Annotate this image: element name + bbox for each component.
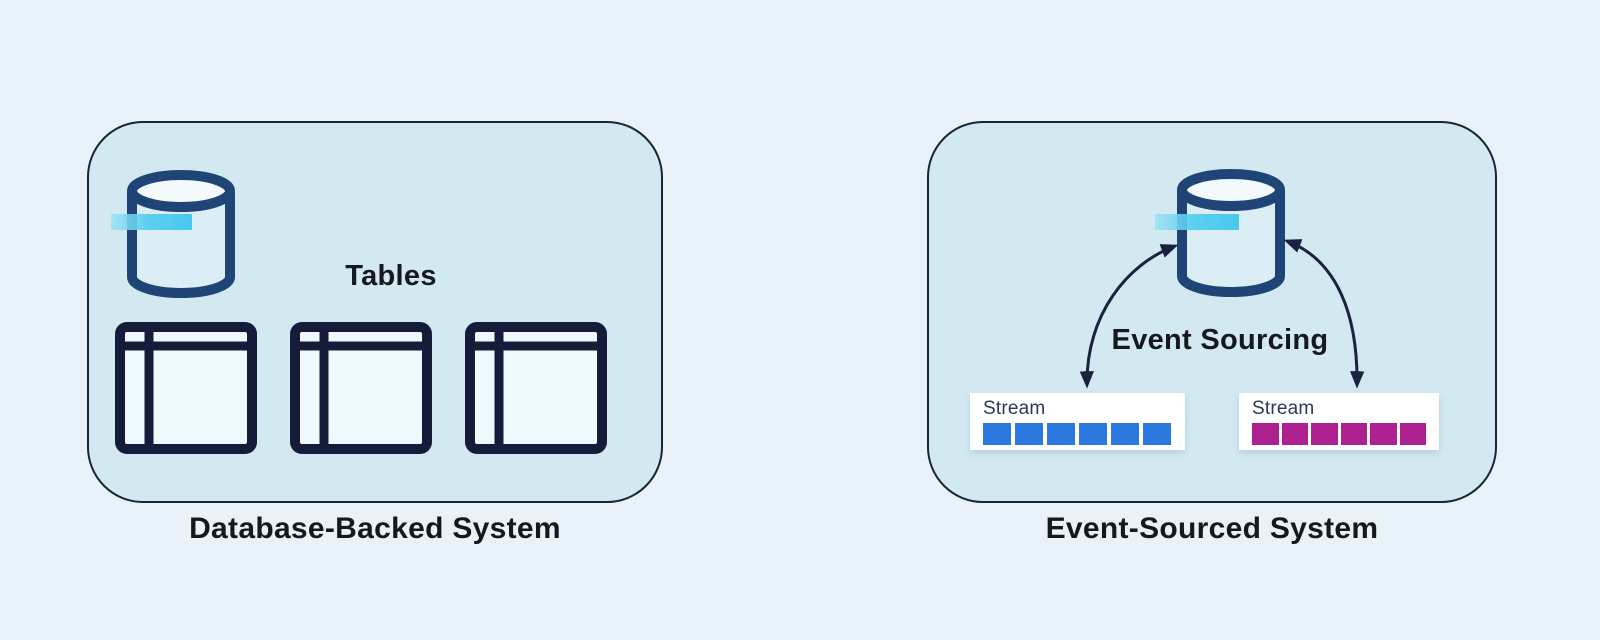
event-segment [1311,423,1338,445]
event-segment [1399,423,1426,445]
write-read-arrow-left [1079,244,1179,389]
event-segment [983,423,1011,445]
event-segment [1143,423,1171,445]
event-segment [1252,423,1279,445]
database-backed-panel: Tables [87,121,663,503]
event-segment [1015,423,1043,445]
event-sourced-panel: Event Sourcing Stream Stream [927,121,1497,503]
stream-box-left: Stream [970,393,1185,450]
stream-segments [983,423,1172,445]
stream-box-right: Stream [1239,393,1439,450]
write-read-arrow-right [1283,239,1365,389]
event-segment [1340,423,1367,445]
event-segment [1370,423,1397,445]
event-segment [1281,423,1308,445]
tables-label: Tables [345,260,437,292]
left-caption: Database-Backed System [189,512,561,545]
table-icon [290,322,432,454]
table-icon [115,322,257,454]
data-highlight-stripe [1155,214,1239,230]
tables-row [115,322,607,454]
data-highlight-stripe [111,214,192,230]
event-segment [1111,423,1139,445]
database-cylinder-icon [127,170,235,298]
event-sourcing-label: Event Sourcing [1111,324,1329,356]
event-segment [1079,423,1107,445]
event-flow-arrows [1079,239,1365,389]
table-icon [465,322,607,454]
stream-label: Stream [1252,398,1315,419]
stream-label: Stream [983,398,1046,419]
right-caption: Event-Sourced System [1045,512,1379,545]
event-segment [1047,423,1075,445]
stream-segments [1252,423,1426,445]
